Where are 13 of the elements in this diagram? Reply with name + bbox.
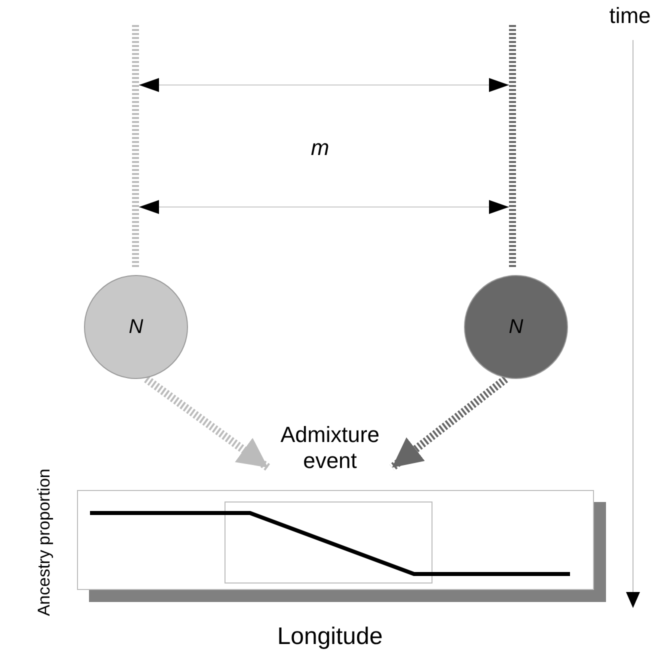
population-size-label: N xyxy=(508,315,524,339)
axis-title: Longitude xyxy=(276,624,384,650)
migration-rate-label: m xyxy=(310,136,330,160)
axis-title: time xyxy=(608,4,652,28)
double-arrow xyxy=(138,78,510,92)
hatched-arrow xyxy=(144,376,270,471)
event-label: Admixture event xyxy=(279,422,381,474)
axis-title: Ancestry proportion xyxy=(36,468,54,618)
double-arrow xyxy=(138,200,510,214)
lineage-bar xyxy=(509,25,516,268)
population-size-label: N xyxy=(128,315,144,339)
lineage-bar xyxy=(132,25,139,268)
hatched-arrow xyxy=(390,376,508,471)
